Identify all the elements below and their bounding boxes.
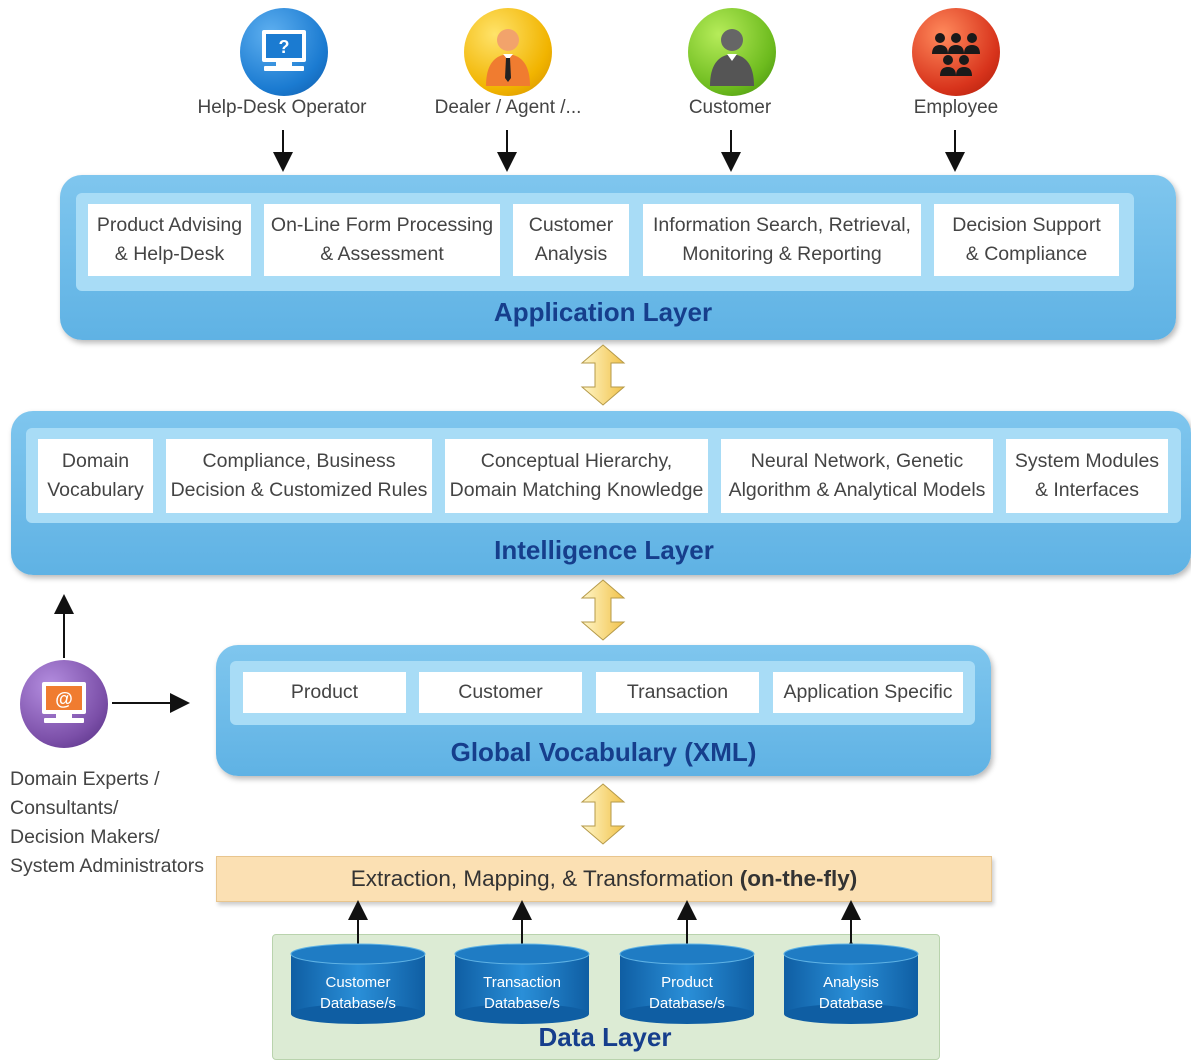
- application-layer-title: Application Layer: [493, 297, 713, 327]
- intelligence-layer: Domain Vocabulary Compliance, Business D…: [11, 411, 1191, 575]
- svg-text:@: @: [55, 689, 73, 709]
- email-monitor-icon: @: [20, 660, 108, 748]
- global-vocabulary-layer: Product Customer Transaction Application…: [216, 645, 991, 776]
- product-database-label: Product Database/s: [649, 974, 725, 1012]
- intel-box-conceptual-hierarchy: Conceptual Hierarchy, Domain Matching Kn…: [445, 439, 708, 513]
- extraction-text: Extraction, Mapping, & Transformation: [350, 866, 740, 891]
- user-label-customer: Customer: [688, 97, 772, 118]
- user-label-employee: Employee: [913, 97, 999, 118]
- domain-experts-label: Domain Experts / Consultants/ Decision M…: [10, 768, 204, 877]
- analysis-database-cylinder: [783, 943, 919, 1024]
- global-vocabulary-title: Global Vocabulary (XML): [450, 737, 757, 767]
- customer-database-cylinder: [290, 943, 426, 1024]
- app-box-product-advising: Product Advising & Help-Desk: [88, 204, 251, 276]
- transaction-database-label: Transaction Database/s: [483, 974, 561, 1012]
- expert-arrows: [54, 594, 190, 713]
- intel-box-compliance-rules: Compliance, Business Decision & Customiz…: [166, 439, 432, 513]
- customer-person-icon: [688, 8, 776, 96]
- double-arrow-vocab-extract: [580, 783, 626, 845]
- employee-group-icon: [912, 8, 1000, 96]
- intel-box-neural-network: Neural Network, Genetic Algorithm & Anal…: [721, 439, 993, 513]
- transaction-database-cylinder: [454, 943, 590, 1024]
- intelligence-layer-title: Intelligence Layer: [494, 535, 714, 565]
- user-arrows: [273, 130, 965, 172]
- svg-text:?: ?: [279, 37, 290, 57]
- data-layer-title: Data Layer: [538, 1022, 672, 1052]
- analysis-database-label: Analysis Database: [818, 974, 884, 1012]
- vocab-box-transaction: Transaction: [596, 672, 759, 713]
- database-cylinders: [290, 943, 919, 1024]
- help-desk-monitor-icon: ?: [240, 8, 328, 96]
- vocab-box-application-specific: Application Specific: [773, 672, 963, 713]
- extraction-bold: (on-the-fly): [739, 866, 858, 891]
- user-label-help-desk: Help-Desk Operator: [197, 97, 367, 118]
- user-label-dealer: Dealer / Agent /...: [434, 97, 582, 118]
- app-box-information-search: Information Search, Retrieval, Monitorin…: [643, 204, 921, 276]
- app-box-customer-analysis: Customer Analysis: [513, 204, 629, 276]
- vocab-box-customer: Customer: [419, 672, 582, 713]
- intel-box-system-modules: System Modules & Interfaces: [1006, 439, 1168, 513]
- product-database-cylinder: [619, 943, 755, 1024]
- dealer-person-icon: [464, 8, 552, 96]
- customer-database-label: Customer Database/s: [320, 974, 396, 1012]
- app-box-form-processing: On-Line Form Processing & Assessment: [264, 204, 500, 276]
- vocab-box-product: Product: [243, 672, 406, 713]
- application-layer: Product Advising & Help-Desk On-Line For…: [60, 175, 1176, 340]
- intel-box-domain-vocabulary: Domain Vocabulary: [38, 439, 153, 513]
- double-arrow-app-intel: [580, 344, 626, 406]
- app-box-decision-support: Decision Support & Compliance: [934, 204, 1119, 276]
- double-arrow-intel-vocab: [580, 579, 626, 641]
- extraction-bar: Extraction, Mapping, & Transformation (o…: [216, 856, 992, 902]
